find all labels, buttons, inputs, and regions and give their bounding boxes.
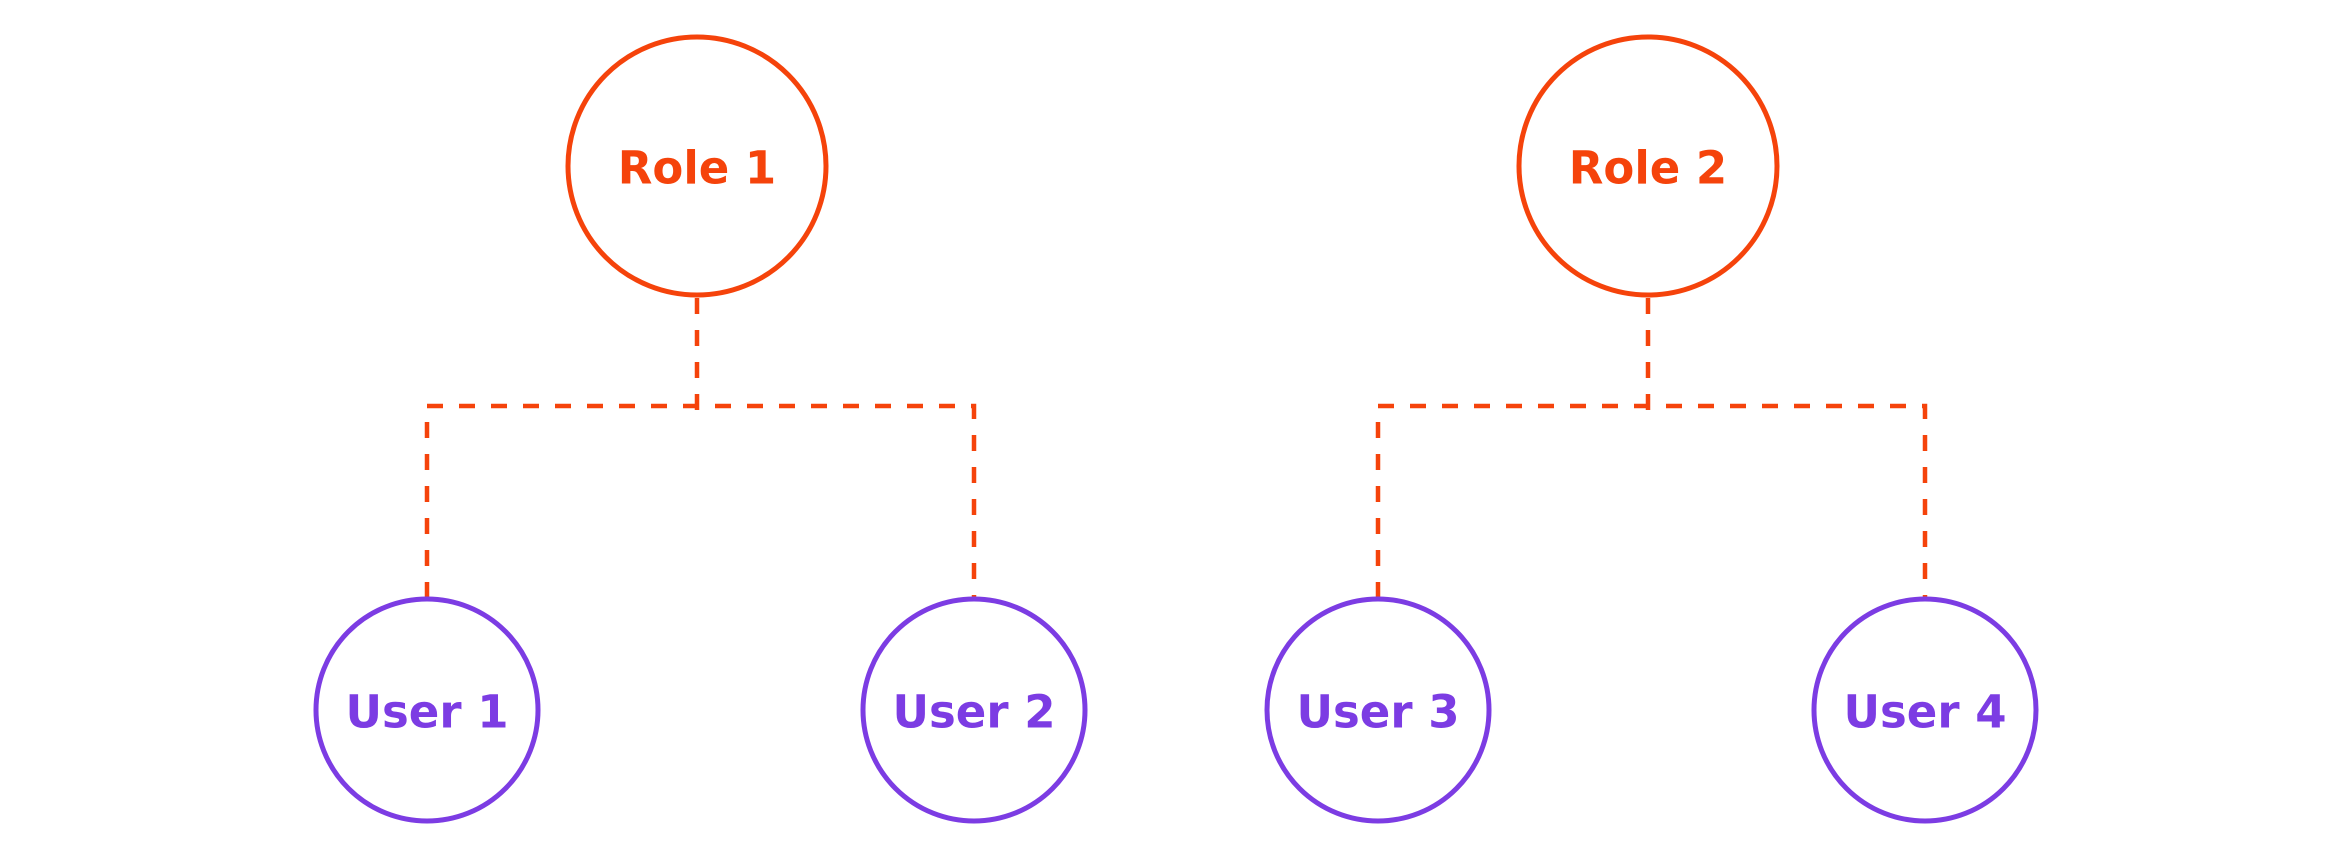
role-2-users-connector [1375, 403, 1928, 598]
role-1-node [565, 34, 829, 298]
role-2-tree: Role 2 User 3 User 4 [1264, 34, 2039, 824]
role-2-node [1516, 34, 1780, 298]
role-1-tree: Role 1 User 1 User 2 [313, 34, 1088, 824]
user-1-label: User 1 [345, 686, 508, 739]
user-3-label: User 3 [1296, 686, 1459, 739]
user-1-node [313, 596, 541, 824]
user-4-label: User 4 [1843, 686, 2006, 739]
user-2-label: User 2 [892, 686, 1055, 739]
user-2-node [860, 596, 1088, 824]
user-3-node [1264, 596, 1492, 824]
user-4-node [1811, 596, 2039, 824]
role-2-label: Role 2 [1569, 142, 1728, 195]
role-1-label: Role 1 [618, 142, 777, 195]
role-1-users-connector [424, 403, 977, 598]
